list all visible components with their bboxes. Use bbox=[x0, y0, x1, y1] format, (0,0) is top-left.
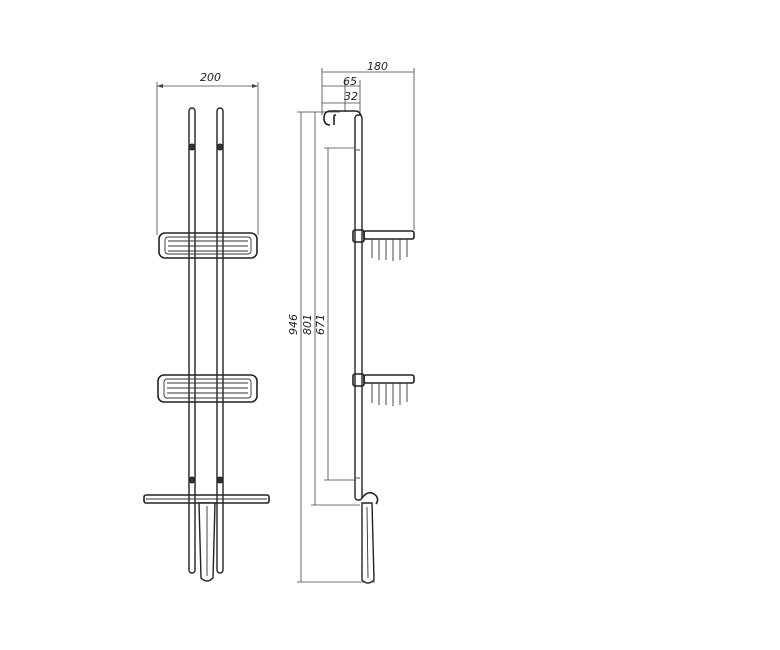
front-squeegee bbox=[143, 494, 270, 582]
top-small-label: 32 bbox=[344, 90, 358, 103]
side-depth-label: 180 bbox=[367, 60, 388, 73]
front-upper-basket bbox=[158, 232, 258, 259]
front-width-dimension: 200 bbox=[156, 71, 259, 235]
front-lower-basket bbox=[157, 374, 258, 403]
side-top-hook bbox=[323, 110, 362, 126]
side-upper-basket bbox=[352, 229, 415, 261]
front-width-label: 200 bbox=[200, 71, 221, 84]
top-offset-label: 65 bbox=[343, 75, 357, 88]
front-rods bbox=[188, 107, 224, 574]
side-top-dimensions: 180 65 32 bbox=[321, 60, 415, 230]
side-view: 180 65 32 946 801 671 bbox=[287, 60, 415, 584]
side-bottom-hook bbox=[361, 491, 379, 584]
side-rail bbox=[354, 114, 363, 501]
mid-height-label: 801 bbox=[301, 314, 314, 335]
rail-height-label: 671 bbox=[314, 314, 327, 335]
side-height-dimensions: 946 801 671 bbox=[287, 111, 375, 583]
side-lower-basket bbox=[352, 373, 415, 406]
front-view: 200 bbox=[143, 71, 270, 582]
total-height-label: 946 bbox=[287, 314, 300, 335]
